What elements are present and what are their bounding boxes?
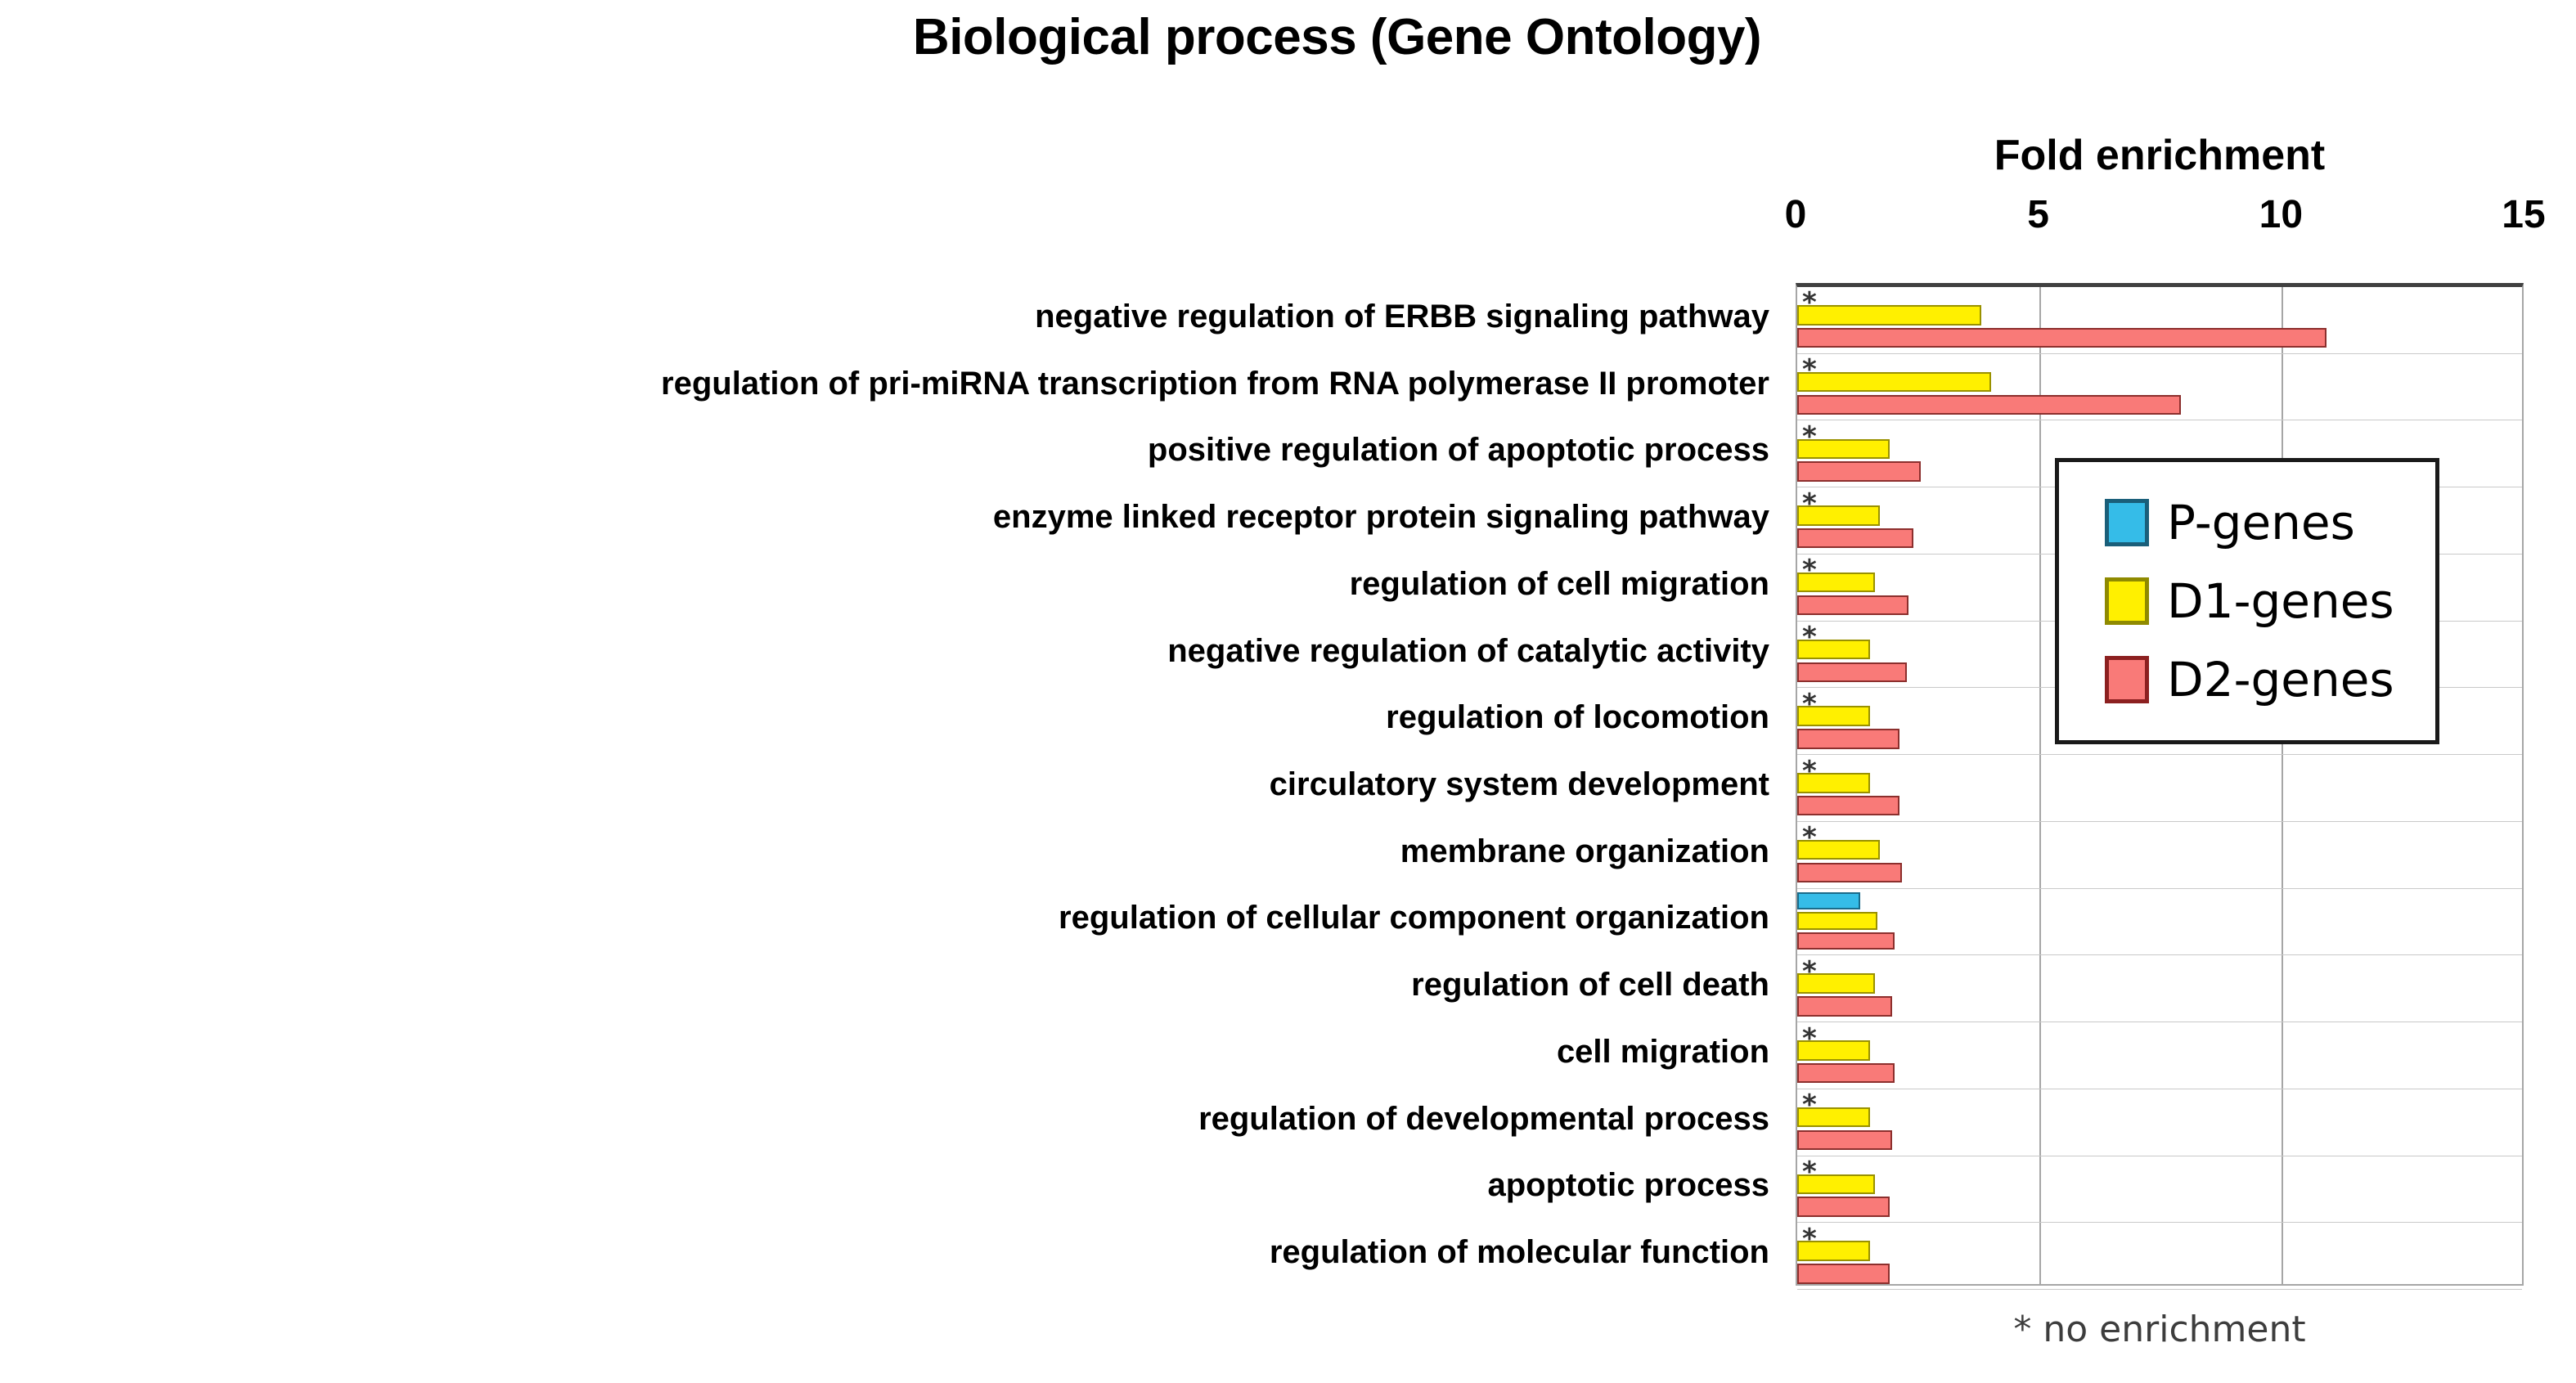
bar-d2-genes [1797,662,1907,682]
bar-d1-genes [1797,505,1880,526]
category-label: regulation of locomotion [1386,699,1769,736]
category-label: regulation of cell migration [1349,565,1769,602]
bar-d2-genes [1797,795,1899,816]
bar-row: * [1797,688,2522,756]
bar-d2-genes [1797,394,2181,415]
category-label: regulation of molecular function [1269,1234,1769,1271]
bar-d1-genes [1797,438,1890,459]
x-tick-label: 5 [2027,193,2050,236]
category-label: negative regulation of ERBB signaling pa… [1035,298,1769,335]
page-title: Biological process (Gene Ontology) [912,9,1762,65]
row-separator [1797,754,2522,756]
bar-row: * [1797,420,2522,488]
bar-d1-genes [1797,973,1875,994]
row-separator [1797,887,2522,889]
bar-d2-genes [1797,461,1922,482]
category-label: regulation of developmental process [1198,1100,1769,1137]
row-separator [1797,1222,2522,1224]
bar-row: * [1797,622,2522,689]
category-label: apoptotic process [1487,1167,1769,1204]
bar-row: * [1797,1022,2522,1089]
bar-d1-genes [1797,1174,1875,1195]
category-label: regulation of pri-miRNA transcription fr… [661,365,1769,402]
bar-d1-genes [1797,1241,1870,1261]
legend-item[interactable]: D1-genes [2105,562,2435,640]
bar-row: * [1797,354,2522,421]
bar-d1-genes [1797,839,1880,860]
plot-area: ************** [1796,283,2524,1290]
bar-d2-genes [1797,729,1899,749]
row-separator [1797,954,2522,956]
bar-d2-genes [1797,528,1914,549]
bar-row: * [1797,1223,2522,1290]
bar-d1-genes [1797,1040,1870,1061]
x-tick-label: 0 [1784,193,1807,236]
bar-row: * [1797,822,2522,889]
category-label: positive regulation of apoptotic process [1147,432,1769,469]
y-axis-category-labels: negative regulation of ERBB signaling pa… [0,283,1779,1286]
bar-d1-genes [1797,912,1877,930]
bar-row [1797,889,2522,956]
bar-p-genes [1797,891,1861,910]
bar-row: * [1797,955,2522,1023]
bar-d1-genes [1797,572,1875,593]
legend-label: D2-genes [2167,652,2394,707]
bar-d2-genes [1797,996,1892,1017]
x-axis-tick-labels: 0 5 10 15 [1785,192,2546,241]
category-label: circulatory system development [1269,766,1769,802]
bar-d1-genes [1797,639,1870,660]
bar-d1-genes [1797,773,1870,793]
gridline [2282,287,2284,1284]
category-label: membrane organization [1400,833,1769,869]
bar-d2-genes [1797,1264,1890,1284]
legend-swatch-icon [2105,499,2149,546]
bar-d2-genes [1797,932,1895,950]
bar-row: * [1797,1089,2522,1156]
legend-swatch-icon [2105,656,2149,703]
bar-row: * [1797,487,2522,555]
bar-d1-genes [1797,706,1870,726]
bar-d2-genes [1797,1062,1895,1084]
row-separator [1797,352,2522,354]
gridline [2039,287,2041,1284]
bar-row: * [1797,1156,2522,1224]
bar-rows: ************** [1797,287,2522,1290]
legend-swatch-icon [2105,577,2149,625]
bar-d2-genes [1797,595,1909,616]
x-tick-label: 15 [2502,193,2546,236]
category-label: regulation of cell death [1411,967,1769,1004]
bar-d2-genes [1797,1197,1890,1217]
x-axis-title: Fold enrichment [1994,132,2326,179]
bar-d1-genes [1797,371,1992,393]
legend-item[interactable]: D2-genes [2105,640,2435,719]
bar-d2-genes [1797,327,2326,348]
category-label: regulation of cellular component organiz… [1059,900,1769,936]
bar-d1-genes [1797,1107,1870,1128]
bar-d2-genes [1797,1129,1892,1151]
x-tick-label: 10 [2259,193,2304,236]
row-separator [1797,1288,2522,1290]
category-label: cell migration [1556,1033,1769,1070]
legend-label: D1-genes [2167,573,2394,629]
bar-d1-genes [1797,305,1982,326]
category-label: enzyme linked receptor protein signaling… [992,499,1769,536]
bar-row: * [1797,755,2522,822]
footnote: * no enrichment [2013,1309,2306,1350]
legend-item[interactable]: P-genes [2105,483,2435,562]
category-label: negative regulation of catalytic activit… [1167,632,1769,669]
row-separator [1797,820,2522,822]
legend-label: P-genes [2167,495,2355,550]
bar-row: * [1797,287,2522,354]
bar-d2-genes [1797,862,1902,883]
